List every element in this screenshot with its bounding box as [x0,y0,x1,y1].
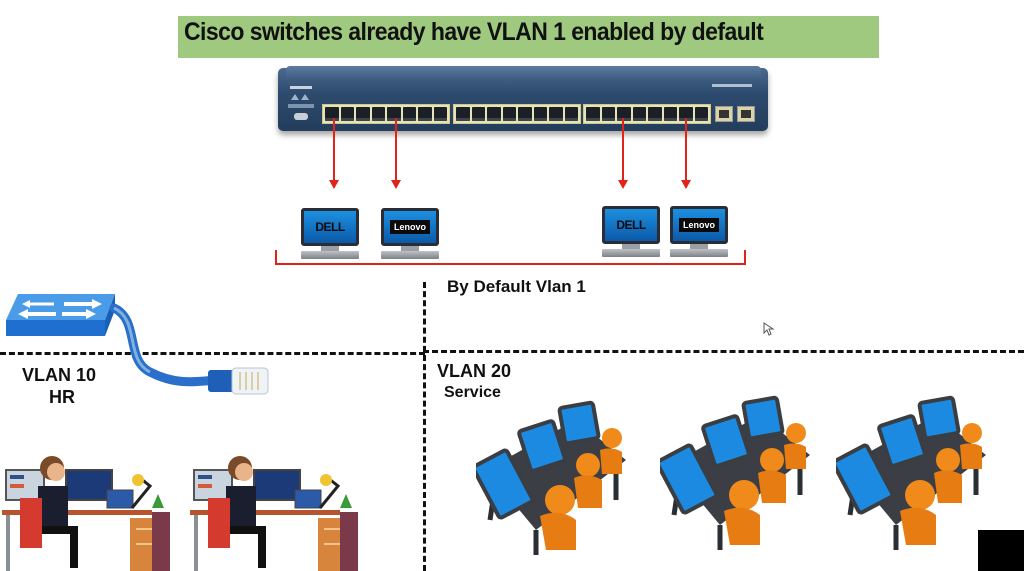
uplink-port[interactable] [737,106,755,122]
port[interactable] [694,107,708,121]
monitor-stand [401,246,419,251]
keyboard-icon [670,249,728,257]
port[interactable] [340,107,354,121]
connection-line [395,118,397,180]
connection-line [333,118,335,180]
monitor-stand [690,244,708,249]
switch-status-panel [286,84,316,124]
title-banner [178,16,879,58]
computer-lenovo-2: Lenovo [670,206,728,257]
monitor-icon: DELL [602,206,660,244]
vlan10-name: VLAN 10 [22,365,97,385]
port[interactable] [487,107,501,121]
port[interactable] [418,107,432,121]
port[interactable] [549,107,563,121]
vlan20-department: Service [444,384,501,401]
port[interactable] [471,107,485,121]
slide-title: Cisco switches already have VLAN 1 enabl… [184,18,764,46]
computer-lenovo-1: Lenovo [381,208,439,259]
port[interactable] [617,107,631,121]
switch-top-panel [286,66,761,80]
vlan1-bracket [275,250,746,265]
arrow-down-icon [618,180,628,189]
switch-model-label [712,84,752,87]
monitor-stand [622,244,640,249]
brand-logo: Lenovo [389,220,430,234]
uplink-port[interactable] [715,106,733,122]
keyboard-icon [301,251,359,259]
vlan10-department: HR [49,387,75,407]
computer-dell-1: DELL [301,208,359,259]
vertical-divider [423,282,426,571]
service-team-icon [476,400,626,555]
hr-worker-icon [190,456,358,571]
monitor-icon: Lenovo [381,208,439,246]
port[interactable] [601,107,615,121]
horizontal-divider-left [0,352,425,355]
brand-logo: Lenovo [678,218,719,232]
port[interactable] [663,107,677,121]
mouse-cursor-icon [763,322,775,336]
hr-worker-icon [2,456,170,571]
arrow-down-icon [329,180,339,189]
service-team-icon [836,395,986,550]
port[interactable] [433,107,447,121]
workgroup-switch-icon [6,294,269,395]
default-vlan-label: By Default Vlan 1 [447,277,586,296]
horizontal-divider-right [423,350,1024,353]
port[interactable] [648,107,662,121]
port[interactable] [325,107,339,121]
port[interactable] [402,107,416,121]
arrow-down-icon [391,180,401,189]
port[interactable] [632,107,646,121]
brand-logo: DELL [616,218,646,232]
connection-line [622,118,624,180]
port[interactable] [371,107,385,121]
port[interactable] [564,107,578,121]
computer-dell-2: DELL [602,206,660,257]
port-group-3 [583,104,711,124]
port-group-1 [322,104,450,124]
port[interactable] [502,107,516,121]
monitor-stand [321,246,339,251]
vlan20-name: VLAN 20 [437,361,512,381]
port[interactable] [387,107,401,121]
service-team-icon [660,395,810,550]
port[interactable] [518,107,532,121]
connection-line [685,118,687,180]
monitor-icon: Lenovo [670,206,728,244]
monitor-icon: DELL [301,208,359,246]
port-group-2 [453,104,581,124]
keyboard-icon [381,251,439,259]
keyboard-icon [602,249,660,257]
port[interactable] [679,107,693,121]
brand-logo: DELL [315,220,345,234]
corner-black-box [978,530,1024,571]
port[interactable] [456,107,470,121]
arrow-down-icon [681,180,691,189]
port[interactable] [533,107,547,121]
port[interactable] [586,107,600,121]
port[interactable] [356,107,370,121]
